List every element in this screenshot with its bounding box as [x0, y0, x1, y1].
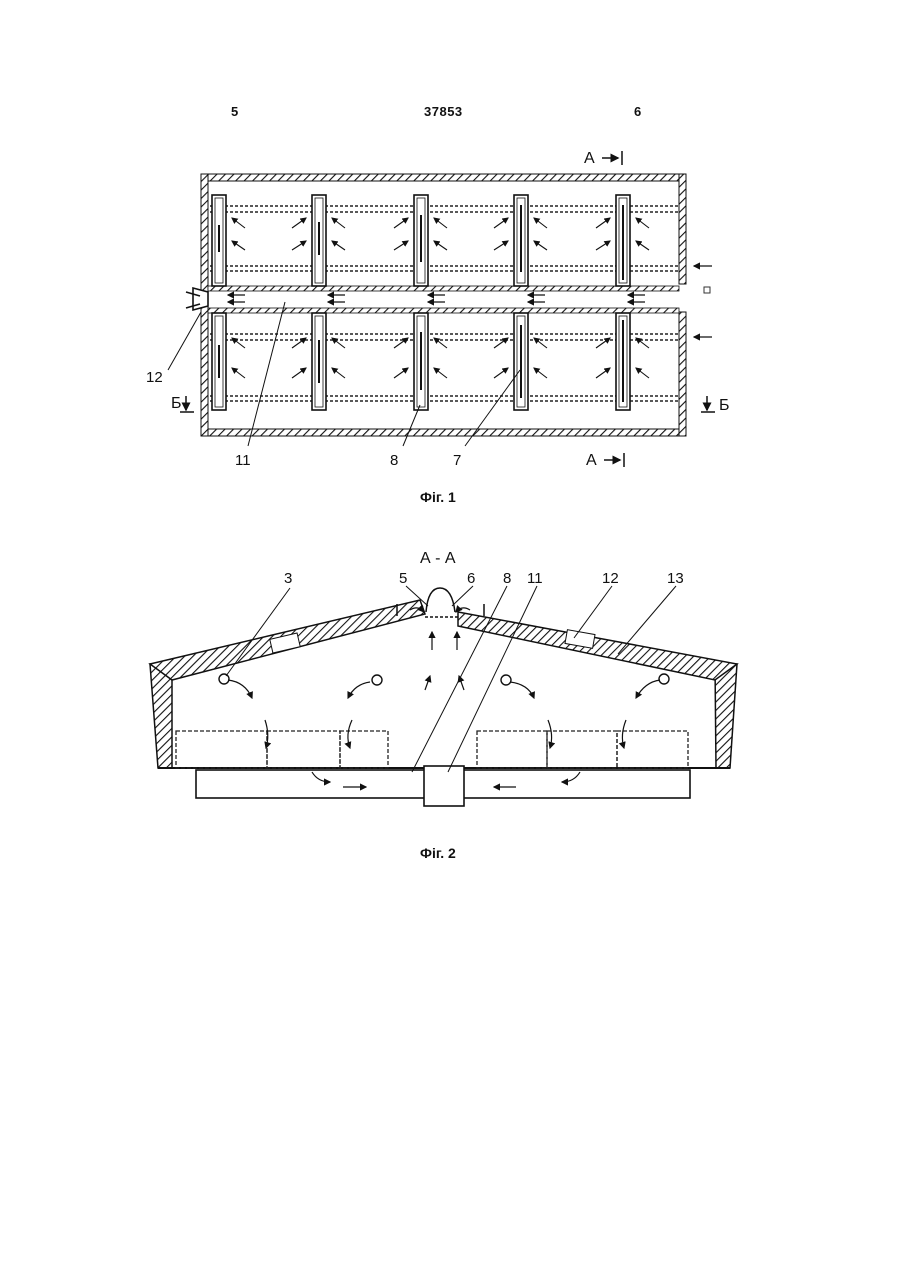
- label-13: 13: [667, 570, 684, 587]
- label-6: 6: [467, 570, 475, 587]
- section-mark-b-left: Б: [171, 395, 194, 412]
- figure-1-caption: Фіг. 1: [420, 489, 456, 505]
- label-8: 8: [390, 452, 398, 469]
- marker-square: [704, 287, 710, 293]
- svg-text:Б: Б: [719, 397, 730, 414]
- svg-text:Б: Б: [171, 395, 182, 412]
- figure-2: А - А: [150, 550, 737, 861]
- label-12: 12: [602, 570, 619, 587]
- building-cross-section: [150, 588, 737, 768]
- label-11: 11: [527, 570, 543, 587]
- label-5: 5: [399, 570, 407, 587]
- corridor-flow-arrows: [228, 266, 712, 337]
- reference-leaders-fig2: [226, 586, 676, 772]
- label-11: 11: [235, 452, 251, 469]
- label-3: 3: [284, 570, 292, 587]
- figure-2-caption: Фіг. 2: [420, 845, 456, 861]
- section-mark-a-bottom: А: [586, 452, 624, 469]
- exhaust-fan: [186, 288, 208, 310]
- underfloor-duct: [196, 766, 690, 806]
- radiant-flow-arrows: [232, 218, 649, 378]
- svg-text:А: А: [586, 452, 597, 469]
- heating-elements: [219, 205, 623, 402]
- air-ducts: [210, 206, 678, 401]
- label-12: 12: [146, 369, 163, 386]
- cages: [176, 731, 688, 768]
- section-mark-b-right: Б: [701, 396, 730, 414]
- section-mark-a-top: А: [584, 150, 622, 167]
- svg-text:А: А: [584, 150, 595, 167]
- section-title-a-a: А - А: [420, 550, 456, 567]
- figure-1: А А Б Б 12 11 8 7 Фіг. 1: [146, 150, 730, 505]
- label-8: 8: [503, 570, 511, 587]
- building-outline: [201, 174, 686, 436]
- circulation-glyphs: [219, 674, 669, 685]
- label-7: 7: [453, 452, 461, 469]
